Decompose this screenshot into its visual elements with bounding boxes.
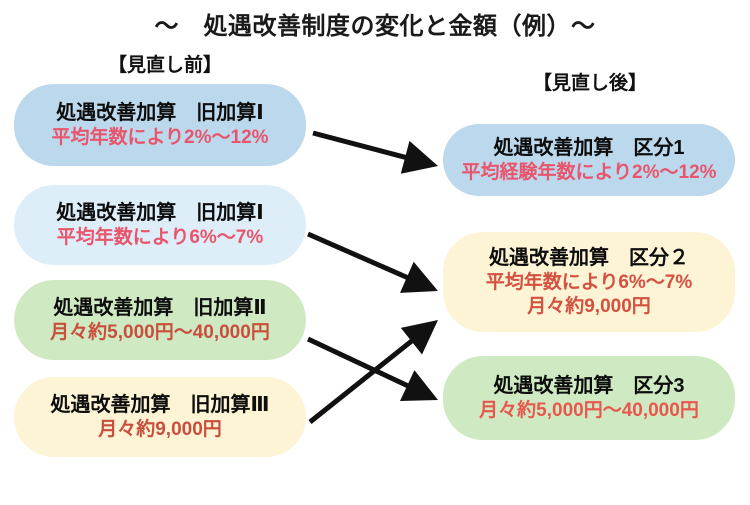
before-box-2-title: 処遇改善加算 旧加算Ⅰ	[56, 201, 264, 224]
before-box-2-sub-1: 平均年数により6%～7%	[56, 226, 264, 248]
before-box-3-title: 処遇改善加算 旧加算Ⅱ	[53, 296, 267, 319]
after-box-kubun-2: 処遇改善加算 区分２ 平均年数により6%～7% 月々約9,000円	[443, 232, 735, 332]
page-title: ～ 処遇改善制度の変化と金額（例）～	[154, 13, 596, 40]
before-box-4-sub-1: 月々約9,000円	[98, 418, 222, 440]
before-box-old-kasan-1b: 処遇改善加算 旧加算Ⅰ 平均年数により6%～7%	[14, 185, 306, 265]
after-box-kubun-3: 処遇改善加算 区分3 月々約5,000円～40,000円	[443, 356, 735, 440]
after-box-2-title: 処遇改善加算 区分２	[489, 246, 689, 269]
arrow-old3-to-kubun2	[308, 320, 438, 424]
after-box-2-sub-1: 平均年数により6%～7%	[485, 271, 693, 293]
after-box-2-sub-2: 月々約9,000円	[527, 295, 651, 317]
after-box-3-sub-1: 月々約5,000円～40,000円	[479, 399, 699, 421]
arrow-old2-to-kubun3	[306, 336, 438, 401]
before-box-old-kasan-3: 処遇改善加算 旧加算Ⅲ 月々約9,000円	[14, 377, 306, 457]
before-box-4-title: 処遇改善加算 旧加算Ⅲ	[50, 393, 270, 416]
column-header-before: 【見直し前】	[108, 55, 223, 76]
after-box-kubun-1: 処遇改善加算 区分1 平均経験年数により2%～12%	[443, 124, 735, 196]
before-box-old-kasan-2: 処遇改善加算 旧加算Ⅱ 月々約5,000円～40,000円	[14, 280, 306, 360]
after-box-3-title: 処遇改善加算 区分3	[493, 374, 685, 397]
arrow-old1b-to-kubun2	[306, 231, 438, 293]
before-box-old-kasan-1: 処遇改善加算 旧加算Ⅰ 平均年数により2%～12%	[14, 84, 306, 166]
before-box-1-sub-1: 平均年数により2%～12%	[51, 126, 269, 148]
arrow-old1-to-kubun1	[312, 130, 438, 174]
before-box-3-sub-1: 月々約5,000円～40,000円	[50, 321, 270, 343]
after-box-1-sub-1: 平均経験年数により2%～12%	[461, 161, 717, 183]
column-header-after: 【見直し後】	[533, 73, 648, 94]
after-box-1-title: 処遇改善加算 区分1	[493, 136, 685, 159]
before-box-1-title: 処遇改善加算 旧加算Ⅰ	[56, 101, 264, 124]
